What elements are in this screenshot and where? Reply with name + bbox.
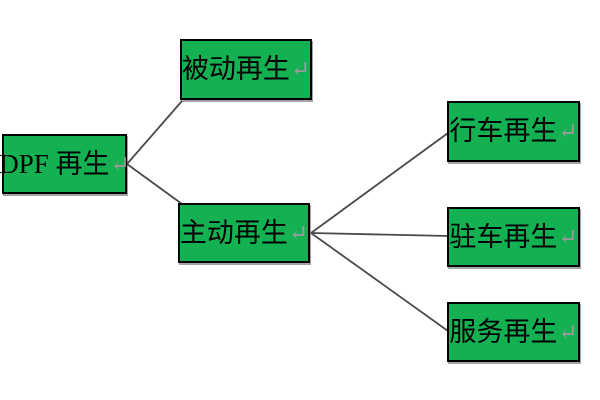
paragraph-return-mark: ↵ <box>558 224 578 250</box>
node-parking-regeneration[interactable]: 驻车再生 ↵ <box>447 207 580 267</box>
node-active-regeneration[interactable]: 主动再生 ↵ <box>178 203 310 263</box>
node-label: 驻车再生 <box>449 221 558 252</box>
paragraph-return-mark: ↵ <box>110 151 130 177</box>
paragraph-return-mark: ↵ <box>558 119 578 144</box>
node-label: 被动再生 <box>181 54 290 84</box>
node-dpf-regeneration[interactable]: DPF 再生 ↵ <box>0 134 130 194</box>
node-service-regeneration[interactable]: 服务再生 ↵ <box>447 302 580 362</box>
node-label: 行车再生 <box>449 116 558 146</box>
connector-active-service[interactable] <box>310 232 449 332</box>
paragraph-return-mark: ↵ <box>288 220 309 246</box>
node-driving-regeneration[interactable]: 行车再生 ↵ <box>447 101 580 162</box>
node-label: 主动再生 <box>179 217 288 248</box>
node-label: 服务再生 <box>449 316 558 347</box>
connector-root-passive[interactable] <box>126 100 183 165</box>
paragraph-return-mark: ↵ <box>558 319 578 345</box>
node-label: DPF 再生 <box>0 148 110 179</box>
connector-active-driving[interactable] <box>310 132 449 234</box>
connector-root-active[interactable] <box>126 163 183 205</box>
connector-active-parking[interactable] <box>310 232 449 237</box>
paragraph-return-mark: ↵ <box>290 57 311 82</box>
node-passive-regeneration[interactable]: 被动再生 ↵ <box>180 39 312 100</box>
